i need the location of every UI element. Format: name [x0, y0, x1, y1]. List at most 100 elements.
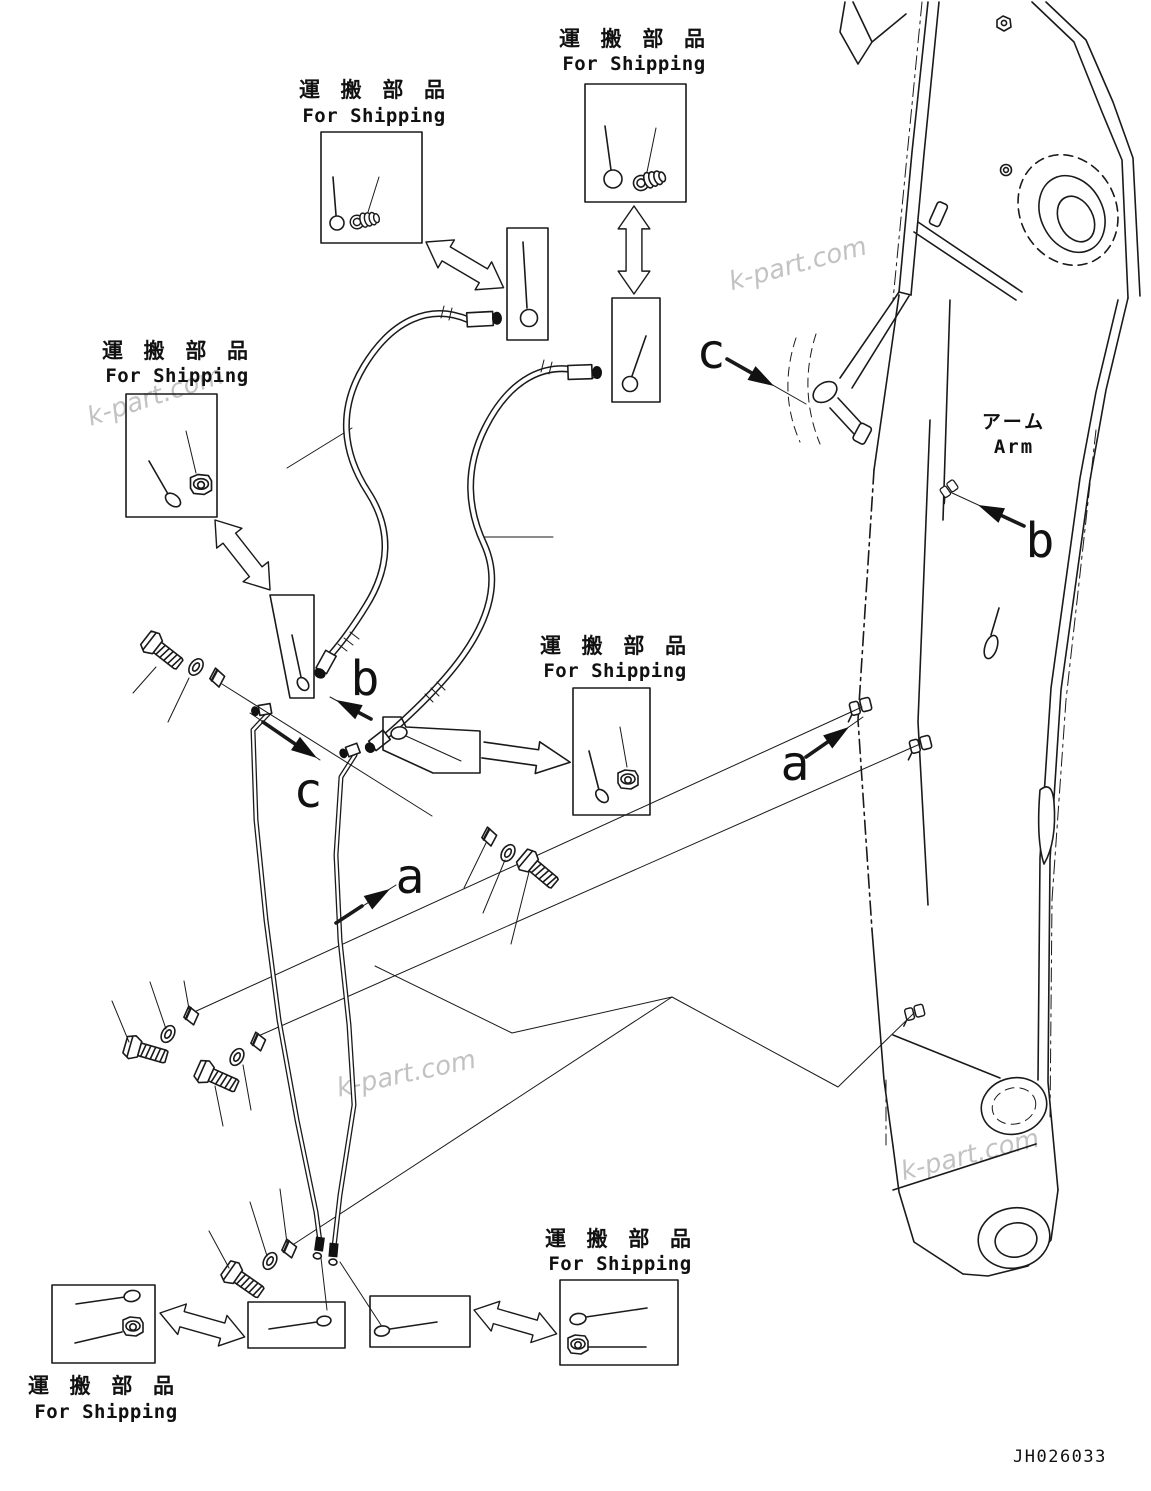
plug-icon [347, 208, 382, 232]
callout-letter-c: c [294, 763, 323, 819]
shipping-label-left: 運 搬 部 品 For Shipping [102, 339, 252, 387]
bolt-washer-clip-group-lower-left [111, 980, 268, 1127]
shipping-label-bottom-right: 運 搬 部 品 For Shipping [545, 1227, 695, 1275]
arm-label: アーム Arm [982, 411, 1046, 458]
pin-leader [604, 125, 612, 171]
clip-icon [248, 1031, 268, 1053]
pin-icon [373, 1325, 391, 1337]
washer-icon [497, 841, 519, 865]
swap-arrow [201, 509, 284, 601]
shipping-label-en: For Shipping [105, 365, 248, 387]
parts-box-left [125, 393, 218, 518]
excavator-arm-drawing [787, 1, 1141, 1277]
shipping-label-jp: 運 搬 部 品 [102, 339, 252, 363]
nut-icon [122, 1316, 144, 1337]
clip-icon [279, 1238, 299, 1260]
swap-arrow [479, 733, 574, 779]
callout-letter-a: a [781, 736, 810, 792]
washer-icon [259, 1249, 281, 1273]
pin-icon [603, 169, 623, 189]
hose-fitting [314, 649, 338, 679]
parts-box-upper-left [320, 131, 423, 244]
drawing-number: JH026033 [1013, 1447, 1107, 1467]
hose-fitting [465, 310, 502, 328]
shipping-label-middle: 運 搬 部 品 For Shipping [540, 634, 690, 682]
callout-arrow-b-mid [329, 692, 373, 721]
parts-box-middle [572, 687, 651, 816]
pin-icon [329, 215, 345, 231]
shipping-label-bottom-left: 運 搬 部 品 For Shipping [28, 1374, 178, 1423]
parts-box-bottom-left [51, 1284, 156, 1364]
parts-box-tall-right [611, 297, 661, 403]
shipping-label-en: For Shipping [548, 1253, 691, 1275]
shipping-label-jp: 運 搬 部 品 [545, 1227, 695, 1251]
swap-arrow [417, 227, 513, 303]
pin-icon [123, 1289, 141, 1303]
bolt-washer-clip-group-upper-left [132, 627, 433, 817]
callout-letter-b: b [351, 651, 380, 707]
bolt-icon [513, 846, 564, 894]
parts-box-tall-left [506, 227, 549, 341]
text-layer: 運 搬 部 品 For Shipping 運 搬 部 品 For Shippin… [28, 27, 1107, 1467]
hydraulic-hose-right [364, 359, 603, 754]
callout-letter-a: a [396, 849, 425, 905]
shipping-label-jp: 運 搬 部 品 [28, 1374, 178, 1398]
shipping-label-en: For Shipping [34, 1401, 177, 1423]
shipping-label-en: For Shipping [562, 53, 705, 75]
hydraulic-pipe-left [250, 702, 325, 1260]
nut-icon [189, 473, 213, 496]
hydraulic-pipe-right [328, 742, 361, 1266]
parts-box-bottom-right [559, 1279, 679, 1366]
washer-icon [157, 1022, 179, 1046]
callout-arrow-a-right [804, 716, 864, 759]
arm-label-en: Arm [994, 436, 1034, 458]
pin-icon [519, 308, 539, 328]
clip-icon [181, 1005, 201, 1027]
parts-box-top [584, 83, 687, 203]
bolt-washer-clip-group-center [463, 825, 564, 945]
swap-arrow [154, 1297, 250, 1353]
washer-icon [226, 1045, 248, 1069]
plug-icon [630, 166, 669, 194]
watermark-text: k-part.com [726, 231, 871, 297]
clip-icon [479, 825, 500, 848]
pin-icon [164, 492, 182, 508]
callout-arrow-c-top [725, 357, 807, 405]
swap-arrow [469, 1294, 562, 1350]
bolt-washer-clip-group-bottom [208, 1188, 299, 1304]
hydraulic-hose-left [314, 305, 502, 679]
shipping-label-top: 運 搬 部 品 For Shipping [559, 27, 709, 75]
hose-fitting [566, 363, 603, 381]
parts-tag-parallelogram [382, 716, 481, 774]
callout-letter-b: b [1026, 513, 1055, 569]
callout-arrow-a-mid [334, 882, 397, 925]
shipping-label-upper-left: 運 搬 部 品 For Shipping [299, 78, 449, 127]
parts-box-bottom-middle [247, 1301, 346, 1349]
pin-icon [296, 676, 310, 692]
parts-tag-pentagon [269, 594, 315, 699]
pin-icon [316, 1315, 332, 1327]
shipping-label-en: For Shipping [302, 105, 445, 127]
shipping-label-jp: 運 搬 部 品 [299, 78, 449, 102]
swap-arrow [617, 205, 651, 295]
pin-icon [390, 726, 408, 740]
bolt-icon [137, 627, 188, 675]
shipping-label-en: For Shipping [543, 660, 686, 682]
bolt-icon [217, 1257, 269, 1304]
callout-letter-c: c [697, 324, 726, 380]
pin-icon [594, 788, 610, 804]
hose-clamp [935, 478, 963, 505]
parts-box-bottom-center [369, 1295, 471, 1348]
washer-icon [185, 655, 207, 679]
callout-arrow-c-mid [249, 712, 322, 765]
shipping-label-jp: 運 搬 部 品 [540, 634, 690, 658]
shipping-label-jp: 運 搬 部 品 [559, 27, 709, 51]
nut-icon [617, 769, 639, 790]
callout-arrow-b-right [949, 491, 1026, 528]
arm-label-jp: アーム [982, 411, 1046, 433]
pin-icon [569, 1312, 587, 1326]
nut-icon [567, 1334, 589, 1355]
pin-icon [621, 375, 639, 393]
